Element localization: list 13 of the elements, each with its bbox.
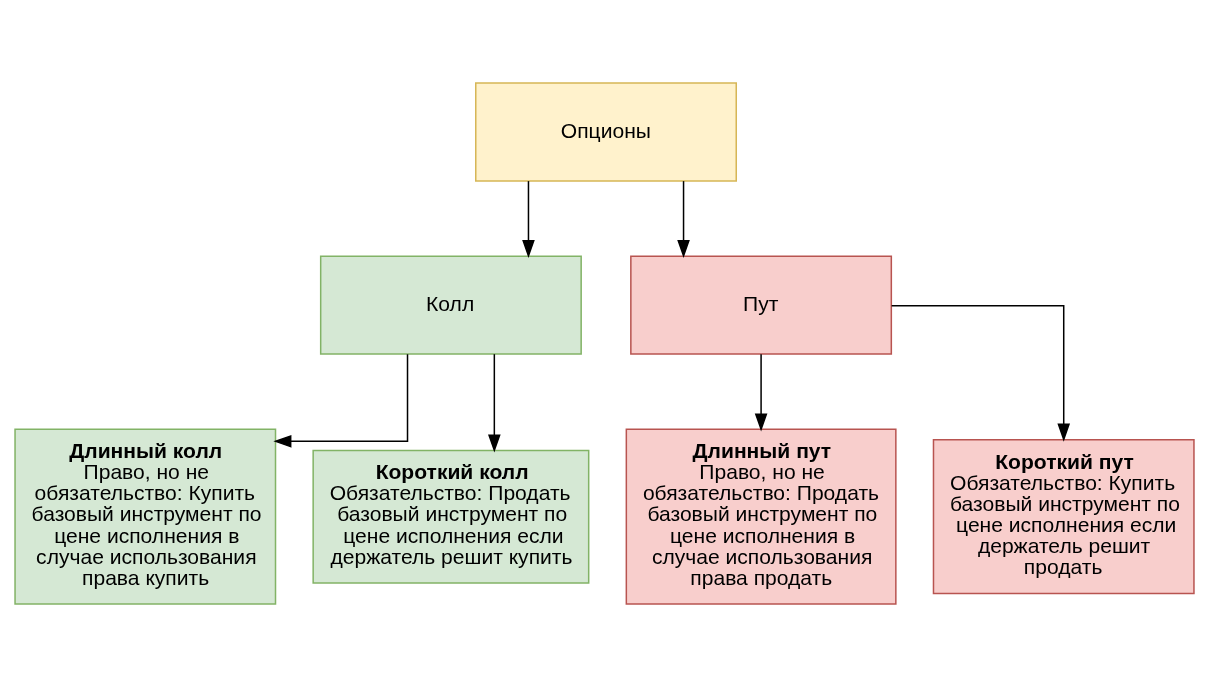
arrow [890,304,1071,442]
node-box: Короткий пут Обязательство: Купить базовый инструмент по цене исполнения если держатель решит продать [932,438,1195,594]
arrow [273,353,409,448]
node-box: Длинный колл Право, но не обязательство: Купить базовый инструмент по цене исполнения в случае использования права купить [14,428,277,605]
node-box: Опционы [475,81,737,182]
node-box: Колл [319,254,582,355]
arrow [754,352,768,432]
arrow [677,179,690,258]
node-box: Пут [630,254,893,355]
node-box: Короткий колл Обязательство: Продать базовый инструмент по цене исполнения если держатель решит купить [312,449,590,584]
arrow [522,179,535,258]
node-box: Длинный пут Право, но не обязательство: Продать базовый инструмент по цене исполнения в случае использования права продать [625,428,897,605]
arrow [488,352,501,452]
